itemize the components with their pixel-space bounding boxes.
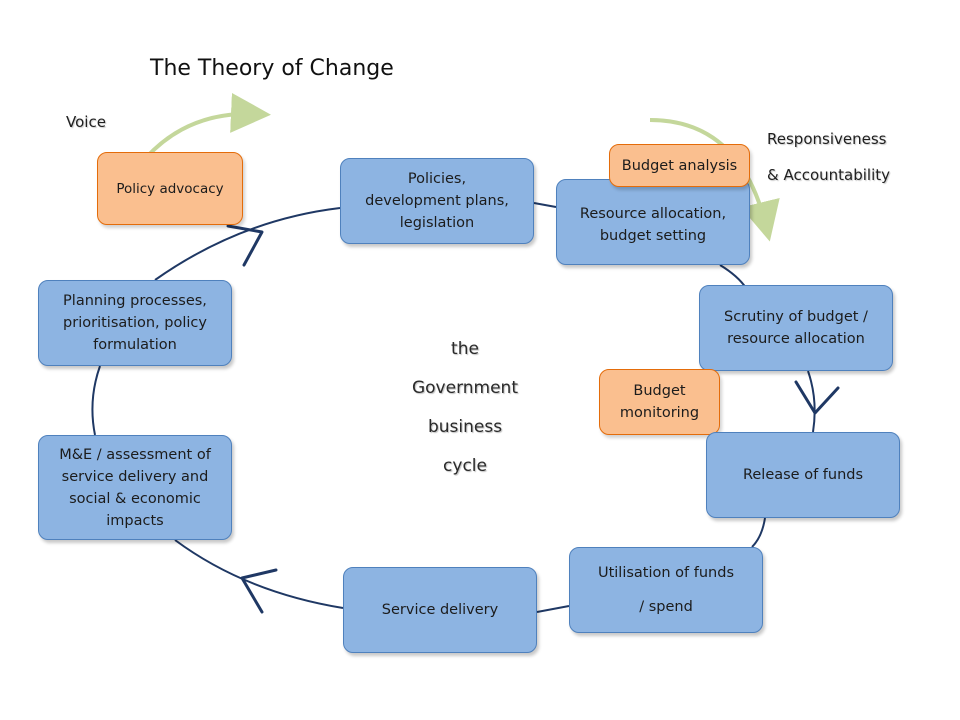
connector-planning-to-policies: [154, 207, 341, 281]
accountability-label: & Accountability: [767, 166, 891, 184]
center-label-line: the: [451, 339, 479, 359]
cycle-node-me-assessment: M&E / assessment of service delivery and…: [38, 435, 232, 540]
responsiveness-label: Responsiveness: [767, 130, 887, 148]
center-label-government-business-cycle: the Government business cycle: [395, 330, 535, 486]
connector-release-to-utilisation: [751, 517, 766, 548]
cycle-node-resource-allocation: Resource allocation, budget setting: [556, 179, 750, 265]
policy-advocacy-box: Policy advocacy: [97, 152, 243, 225]
connector-utilisation-to-service: [536, 605, 570, 613]
connector-policies-to-resource: [533, 202, 557, 208]
node-line: Scrutiny of budget /: [724, 309, 868, 325]
node-line: prioritisation, policy: [63, 315, 207, 331]
node-line: budget setting: [599, 228, 707, 244]
connector-me-to-planning: [91, 365, 101, 436]
budget-monitoring-box: Budget monitoring: [599, 369, 720, 435]
center-label-line: Government: [411, 378, 519, 398]
diagram-title: The Theory of Change: [150, 56, 394, 81]
node-line: social & economic: [69, 490, 201, 507]
direction-chevron-top-left: [226, 224, 264, 267]
center-label-line: business: [427, 417, 503, 437]
node-line: Policies,: [407, 171, 467, 187]
cycle-node-policies: Policies, development plans, legislation: [340, 158, 534, 244]
node-line: development plans,: [365, 193, 509, 209]
cycle-node-scrutiny: Scrutiny of budget / resource allocation: [699, 285, 893, 371]
connector-service-to-me: [174, 539, 344, 609]
budget-analysis-label: Budget analysis: [621, 157, 738, 174]
connector-scrutiny-to-release: [807, 370, 816, 433]
budget-monitoring-line: Budget: [633, 383, 686, 399]
voice-label: Voice: [66, 113, 106, 131]
node-line: Utilisation of funds: [597, 565, 735, 581]
budget-monitoring-line: monitoring: [619, 405, 700, 421]
node-line: M&E / assessment of: [59, 446, 211, 463]
budget-analysis-box: Budget analysis: [609, 144, 750, 187]
policy-advocacy-label: Policy advocacy: [116, 180, 224, 197]
node-line: service delivery and: [61, 468, 209, 485]
cycle-node-service-delivery: Service delivery: [343, 567, 537, 653]
node-line: resource allocation: [727, 331, 865, 347]
center-label-line: cycle: [443, 456, 487, 476]
node-line: Planning processes,: [63, 293, 207, 309]
cycle-node-planning: Planning processes, prioritisation, poli…: [38, 280, 232, 366]
node-line: legislation: [399, 215, 475, 231]
cycle-node-release-of-funds: Release of funds: [706, 432, 900, 518]
cycle-node-utilisation: Utilisation of funds / spend: [569, 547, 763, 633]
node-line: impacts: [106, 512, 164, 529]
direction-chevron-bottom-left: [240, 568, 278, 614]
node-line: Release of funds: [742, 467, 864, 483]
node-line: Resource allocation,: [579, 206, 727, 222]
node-line: formulation: [93, 337, 177, 353]
node-line: / spend: [639, 599, 693, 615]
node-line: Service delivery: [381, 602, 499, 618]
direction-chevron-right: [794, 380, 840, 415]
